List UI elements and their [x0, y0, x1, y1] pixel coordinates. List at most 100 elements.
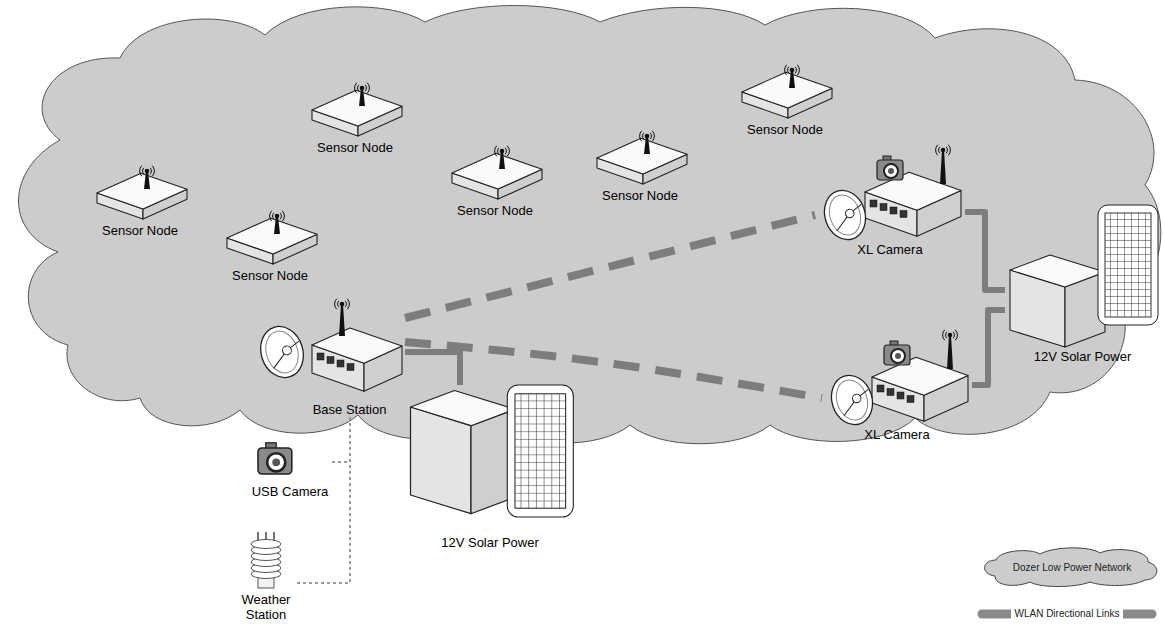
dish-inner [824, 191, 865, 239]
legend-entry: Dozer Low Power Network [988, 557, 1156, 579]
radio-wave [943, 330, 945, 341]
node-label: XL Camera [822, 427, 972, 442]
camera-lens [267, 453, 285, 471]
camera-lens-core [895, 353, 901, 359]
radio-wave [948, 145, 950, 156]
aux-link [296, 417, 350, 583]
antenna-mast [359, 88, 365, 106]
dish-feed [268, 341, 305, 368]
solar-icon [405, 385, 575, 517]
base-icon [250, 290, 405, 400]
power-link [405, 352, 460, 385]
radio-wave [640, 131, 642, 142]
node-label: Sensor Node [585, 188, 695, 203]
sensor-node: Sensor Node [440, 129, 550, 218]
xlcam-icon [815, 120, 965, 240]
node-label: Sensor Node [730, 122, 840, 137]
radio-wave [650, 133, 651, 139]
radio-wave [788, 67, 789, 73]
antenna-tip [275, 214, 280, 219]
port-square [890, 207, 897, 214]
radio-wave [338, 301, 339, 307]
radio-wave [795, 67, 796, 73]
node-label: 12V Solar Power [1005, 349, 1160, 364]
weather-station-symbol [251, 532, 281, 588]
radio-wave [358, 85, 359, 91]
radio-wave [143, 168, 144, 174]
wlan-link [405, 342, 822, 398]
sensor-node: Sensor Node [215, 194, 325, 283]
radio-wave [273, 213, 274, 219]
camera-symbol [877, 156, 903, 180]
antenna-mast [789, 70, 795, 88]
dish-rim [254, 321, 310, 383]
dish-rim [825, 370, 878, 430]
camera-body [884, 345, 910, 365]
legend-entry: WLAN Directional Links [975, 606, 1159, 622]
usbcam-node: USB Camera [250, 438, 330, 499]
base-node: Base Station [250, 290, 405, 417]
dish-inner [261, 327, 304, 377]
port-square [887, 389, 894, 396]
radio-wave [946, 147, 947, 153]
dish-feed-head [281, 345, 292, 356]
radio-wave [507, 146, 509, 157]
power-link [965, 212, 1005, 290]
radio-wave [367, 83, 369, 94]
radio-wave [270, 211, 272, 222]
radio-wave [347, 299, 349, 310]
camera-lens-core [272, 458, 280, 466]
box-top [452, 153, 542, 189]
camera-lens-core [888, 168, 894, 174]
port-square [907, 396, 914, 403]
radio-wave [355, 83, 357, 94]
antenna-mast [339, 304, 345, 336]
antenna-mast [947, 335, 953, 369]
sensor-icon [300, 66, 410, 138]
node-label: Sensor Node [300, 140, 410, 155]
radio-wave [953, 332, 954, 338]
radio-wave [505, 148, 506, 154]
radio-wave [797, 65, 799, 76]
directional-antenna [818, 185, 871, 245]
weather-icon [236, 530, 296, 590]
antenna-tip [941, 148, 946, 153]
legend-cloud-sample [985, 548, 1157, 587]
sensor-icon [85, 149, 195, 221]
radio-wave [345, 301, 346, 307]
sensor-node: Sensor Node [585, 114, 695, 203]
antenna-mast [940, 150, 946, 184]
sensor-icon [440, 129, 550, 201]
aux-link [330, 417, 350, 462]
legend-label: WLAN Directional Links [1011, 608, 1122, 619]
radio-wave [495, 146, 497, 157]
camera-symbol [884, 341, 910, 365]
radio-wave [140, 166, 142, 177]
sensor-icon [215, 194, 325, 266]
node-label: Base Station [272, 402, 427, 417]
radio-wave [955, 330, 957, 341]
solar-cells [1105, 213, 1151, 317]
port-square [900, 211, 907, 218]
sensor-node: Sensor Node [300, 66, 410, 155]
antenna-tip [645, 134, 650, 139]
legend-label: Dozer Low Power Network [1010, 562, 1134, 573]
dish-feed-head [851, 393, 862, 404]
xlcam-node: XL Camera [815, 120, 965, 257]
solar-power-unit [411, 385, 574, 517]
dish-feed-head [844, 208, 855, 219]
radio-wave [939, 147, 940, 153]
radio-wave [280, 213, 281, 219]
usbcam-icon [250, 438, 330, 482]
antenna-tip [500, 149, 505, 154]
radio-wave [652, 131, 654, 142]
radio-wave [785, 65, 787, 76]
port-square [880, 204, 887, 211]
box-top [742, 72, 832, 108]
antenna-mast [274, 216, 280, 234]
radio-wave [282, 211, 284, 222]
radio-wave [152, 166, 154, 177]
sensor-node: Sensor Node [730, 48, 840, 137]
